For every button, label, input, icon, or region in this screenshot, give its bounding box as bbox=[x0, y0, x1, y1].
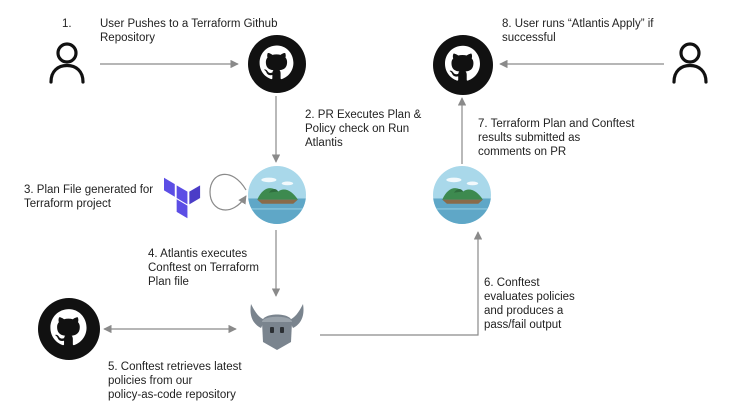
step-1-line: Repository bbox=[100, 32, 155, 44]
step-7-line: results submitted as bbox=[478, 132, 581, 144]
step-3-label: 3. Plan File generated for Terraform pro… bbox=[24, 183, 153, 211]
github-icon bbox=[433, 35, 493, 95]
step-4-line: Plan file bbox=[148, 276, 189, 288]
step-5-label: 5. Conftest retrieves latest policies fr… bbox=[108, 360, 242, 402]
step-5-line: 5. Conftest retrieves latest bbox=[108, 361, 242, 373]
step-2-line: Atlantis bbox=[305, 137, 343, 149]
step-7-label: 7. Terraform Plan and Conftest results s… bbox=[478, 117, 634, 159]
step-2-label: 2. PR Executes Plan & Policy check on Ru… bbox=[305, 108, 421, 150]
step-4-label: 4. Atlantis executes Conftest on Terrafo… bbox=[148, 247, 259, 289]
atlantis-island-icon bbox=[248, 166, 306, 224]
step-5-line: policies from our bbox=[108, 375, 193, 387]
step-1-line: User Pushes to a Terraform Github bbox=[100, 18, 278, 30]
step-6-line: pass/fail output bbox=[484, 319, 562, 331]
step-8-line: successful bbox=[502, 32, 556, 44]
step-4-line: Conftest on Terraform bbox=[148, 262, 260, 274]
step-2-line: 2. PR Executes Plan & bbox=[305, 109, 422, 121]
step-7-line: comments on PR bbox=[478, 146, 567, 158]
step-1-number: 1. bbox=[62, 18, 72, 30]
step-8-line: 8. User runs “Atlantis Apply” if bbox=[502, 18, 654, 30]
github-icon bbox=[38, 298, 100, 360]
opa-viking-helmet-icon bbox=[250, 304, 304, 350]
step-6-line: and produces a bbox=[484, 305, 564, 317]
terraform-icon bbox=[164, 177, 201, 219]
user-icon bbox=[49, 42, 85, 84]
arrow-opa-to-atlantis-right bbox=[320, 231, 483, 336]
atlantis-island-icon bbox=[433, 166, 491, 224]
step-8-label: 8. User runs “Atlantis Apply” if success… bbox=[502, 17, 653, 45]
step-4-line: 4. Atlantis executes bbox=[148, 248, 248, 260]
user-icon bbox=[672, 42, 708, 84]
step-3-line: Terraform project bbox=[24, 198, 111, 210]
step-3-line: 3. Plan File generated for bbox=[24, 184, 154, 196]
step-6-line: 6. Conftest bbox=[484, 277, 540, 289]
step-2-line: Policy check on Run bbox=[305, 123, 410, 135]
arrow-atlantis-loop bbox=[209, 173, 247, 211]
step-1-label: User Pushes to a Terraform Github Reposi… bbox=[100, 17, 277, 45]
step-7-line: 7. Terraform Plan and Conftest bbox=[478, 118, 635, 130]
step-6-label: 6. Conftest evaluates policies and produ… bbox=[484, 276, 575, 332]
step-6-line: evaluates policies bbox=[484, 291, 575, 303]
step-5-line: policy-as-code repository bbox=[108, 389, 236, 401]
